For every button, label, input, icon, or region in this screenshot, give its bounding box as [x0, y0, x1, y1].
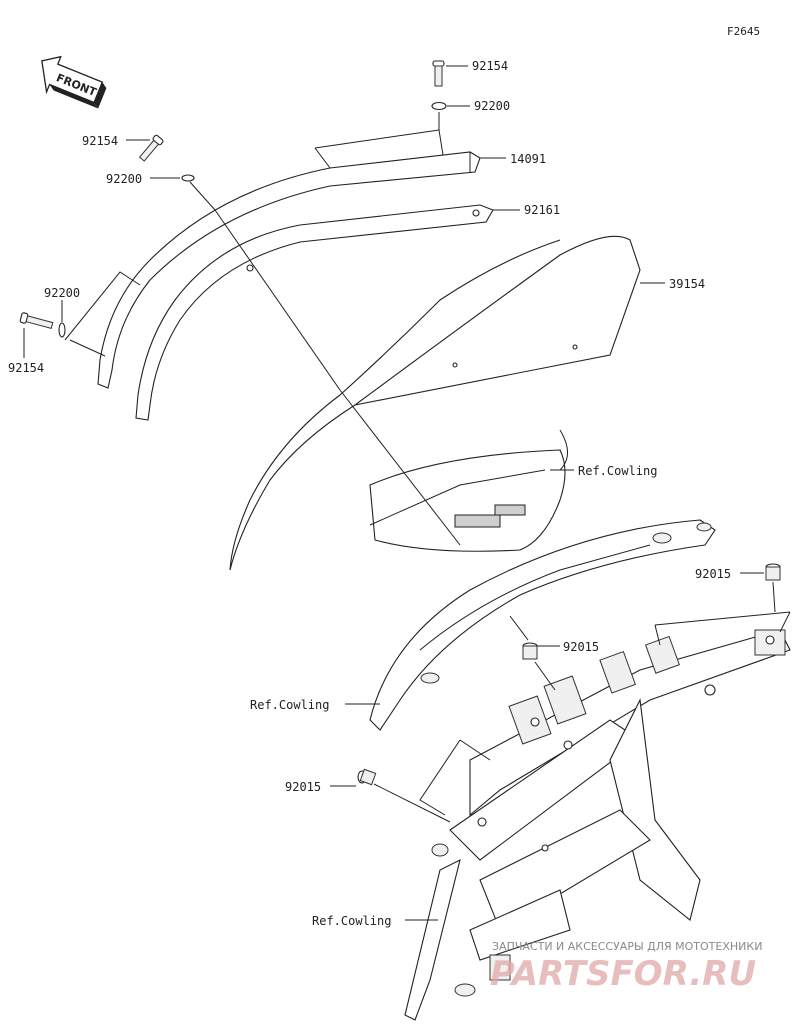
bolt-92154-left [138, 134, 164, 162]
washer-92200-left [181, 174, 195, 182]
front-arrow-icon: FRONT [41, 55, 107, 109]
label-ref-cowling-3: Ref.Cowling [312, 914, 391, 928]
label-ref-cowling-1: Ref.Cowling [578, 464, 657, 478]
windshield-39154 [229, 235, 641, 571]
label-92200-top: 92200 [474, 99, 510, 113]
bolt-92154-side [19, 312, 54, 330]
frame-bracket [404, 629, 791, 1021]
label-92154-side: 92154 [8, 361, 44, 375]
label-39154: 39154 [669, 277, 705, 291]
washer-92200-side [58, 322, 66, 338]
label-92015-left: 92015 [285, 780, 321, 794]
grommet-92015-mid [522, 642, 538, 660]
figure-code: F2645 [727, 25, 760, 38]
leader-lines [23, 65, 791, 921]
label-92200-left: 92200 [106, 172, 142, 186]
label-92161: 92161 [524, 203, 560, 217]
watermark-tagline: ЗАПЧАСТИ И АКСЕССУАРЫ ДЛЯ МОТОТЕХНИКИ [492, 940, 762, 953]
watermark-brand: PARTSFOR.RU [490, 954, 756, 994]
label-92154-left: 92154 [82, 134, 118, 148]
plate-92161 [135, 204, 494, 421]
cowling-mid [369, 519, 716, 731]
label-92015-mid: 92015 [563, 640, 599, 654]
cowling-upper [369, 429, 568, 552]
grommet-92015-right [765, 563, 781, 581]
label-92154-top: 92154 [472, 59, 508, 73]
label-14091: 14091 [510, 152, 546, 166]
bolt-92154-top [432, 60, 445, 87]
label-92200-side: 92200 [44, 286, 80, 300]
label-92015-right: 92015 [695, 567, 731, 581]
label-ref-cowling-2: Ref.Cowling [250, 698, 329, 712]
grommet-92015-left [357, 768, 377, 786]
washer-92200-top [431, 101, 447, 111]
bracket-14091 [97, 151, 481, 389]
